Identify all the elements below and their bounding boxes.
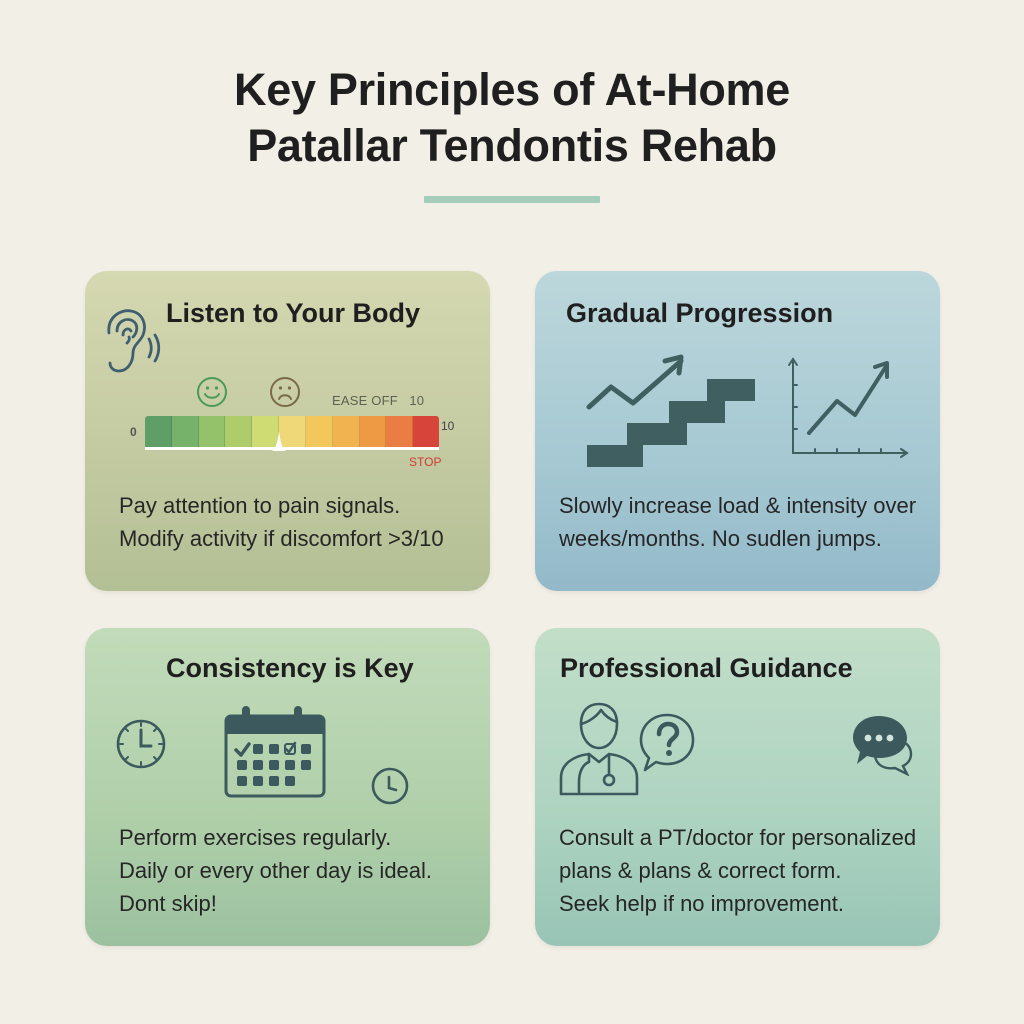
pain-segment-8 [359,416,387,449]
staircase-trend-arrow-icon [586,354,755,467]
pain-segment-10 [413,416,439,449]
card-gradual-progression: Gradual Progression Slowly increase load… [535,271,940,591]
page-title: Key Principles of At-Home Patallar Tendo… [0,62,1024,174]
pain-segment-7 [332,416,360,449]
doctor-icon [559,702,639,796]
card-consistency-is-key: Consistency is Key [85,628,490,946]
question-bubble-icon [639,713,695,772]
pain-segment-2 [198,416,226,449]
title-line-2: Patallar Tendontis Rehab [247,120,777,171]
card-title: Professional Guidance [560,653,853,683]
card-description: Perform exercises regularly. Daily or ev… [119,825,433,916]
clock-icon [116,719,166,769]
pain-pointer-marker [271,431,287,451]
pain-scale-min: 0 [130,425,137,439]
pain-segment-6 [305,416,333,449]
card-title: Listen to Your Body [166,298,421,328]
pain-scale-bar [145,416,439,449]
ear-sound-icon [107,309,161,373]
pain-segment-5 [279,416,306,449]
ease-off-label: EASE OFF 10 [332,393,425,408]
title-underline-divider [424,196,600,203]
pain-scale-max: 10 [441,419,455,433]
frowning-face-icon [270,377,300,407]
stop-label: STOP [409,455,442,469]
calendar-check-icon [224,706,326,798]
pain-scale-baseline [145,447,439,450]
card-listen-to-your-body: Listen to Your Body EASE OFF 10 0 [85,271,490,591]
pain-segment-9 [386,416,414,449]
small-clock-icon [371,767,409,805]
title-line-1: Key Principles of At-Home [234,64,790,115]
pain-segment-0 [145,416,172,449]
card-description: Slowly increase load & intensity over we… [559,493,917,551]
pain-segment-3 [225,416,253,449]
card-description: Consult a PT/doctor for personalized pla… [559,825,917,916]
card-title: Gradual Progression [566,298,834,328]
card-professional-guidance: Professional Guidance Consult a PT/docto… [535,628,940,946]
line-chart-up-icon [788,357,909,458]
smiley-face-icon [197,377,227,407]
pain-segment-4 [252,416,280,449]
card-title: Consistency is Key [166,653,414,683]
card-description: Pay attention to pain signals. Modify ac… [119,493,444,551]
pain-segment-1 [171,416,199,449]
chat-bubbles-icon [853,716,913,776]
